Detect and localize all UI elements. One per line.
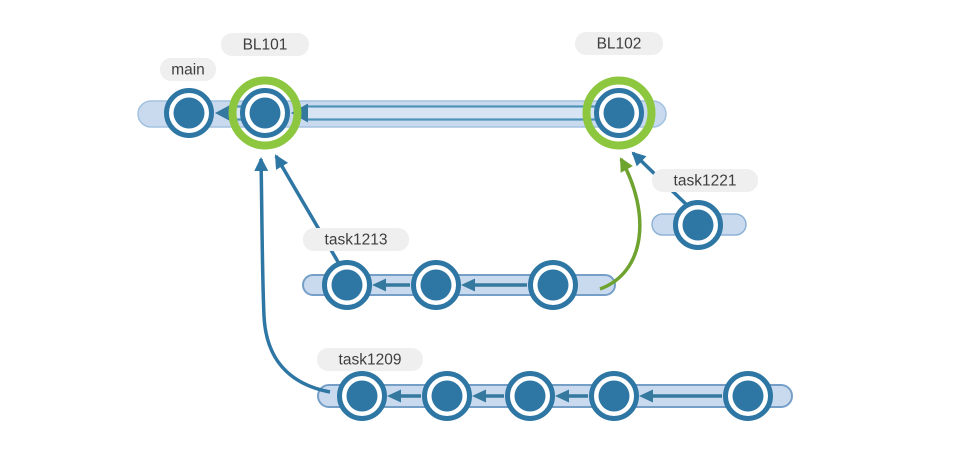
branch-label-task1213[interactable]: task1213 <box>303 228 409 251</box>
commit-node-task1209-3[interactable] <box>505 371 555 421</box>
commit-node-bl101[interactable] <box>240 88 290 138</box>
branch-label-bl102-text: BL102 <box>597 36 642 53</box>
branch-label-bl102[interactable]: BL102 <box>575 32 663 55</box>
branch-label-task1221[interactable]: task1221 <box>652 169 758 192</box>
commit-node-task1213-3[interactable] <box>528 260 578 310</box>
lane-arrows-task1213 <box>372 278 527 292</box>
branch-label-bl101-text: BL101 <box>243 37 288 54</box>
commit-node-main[interactable] <box>164 88 214 138</box>
commit-node-task1209-4[interactable] <box>589 371 639 421</box>
highlight-ring-bl101 <box>228 76 302 150</box>
commit-node-task1209-1[interactable] <box>337 371 387 421</box>
edge-bl102-to-bl101 <box>291 103 610 123</box>
highlight-ring-bl102 <box>582 76 656 150</box>
branch-label-task1221-text: task1221 <box>674 173 737 190</box>
commit-node-task1213-2[interactable] <box>411 260 461 310</box>
branch-label-task1209-text: task1209 <box>339 352 402 369</box>
commit-node-task1209-5[interactable] <box>723 371 773 421</box>
branch-label-task1209[interactable]: task1209 <box>317 348 423 371</box>
commit-node-task1221[interactable] <box>673 200 723 250</box>
edge-task1213-to-bl102 <box>599 157 642 291</box>
branch-label-main[interactable]: main <box>160 58 216 81</box>
branch-label-task1213-text: task1213 <box>325 232 388 249</box>
commit-node-bl102[interactable] <box>594 88 644 138</box>
branch-label-main-text: main <box>171 62 205 79</box>
edge-task1209-to-bl101 <box>254 157 331 394</box>
commit-node-task1209-2[interactable] <box>422 371 472 421</box>
commit-node-task1213-1[interactable] <box>322 260 372 310</box>
branch-label-bl101[interactable]: BL101 <box>221 33 309 56</box>
lane-arrows-task1209 <box>387 389 722 403</box>
